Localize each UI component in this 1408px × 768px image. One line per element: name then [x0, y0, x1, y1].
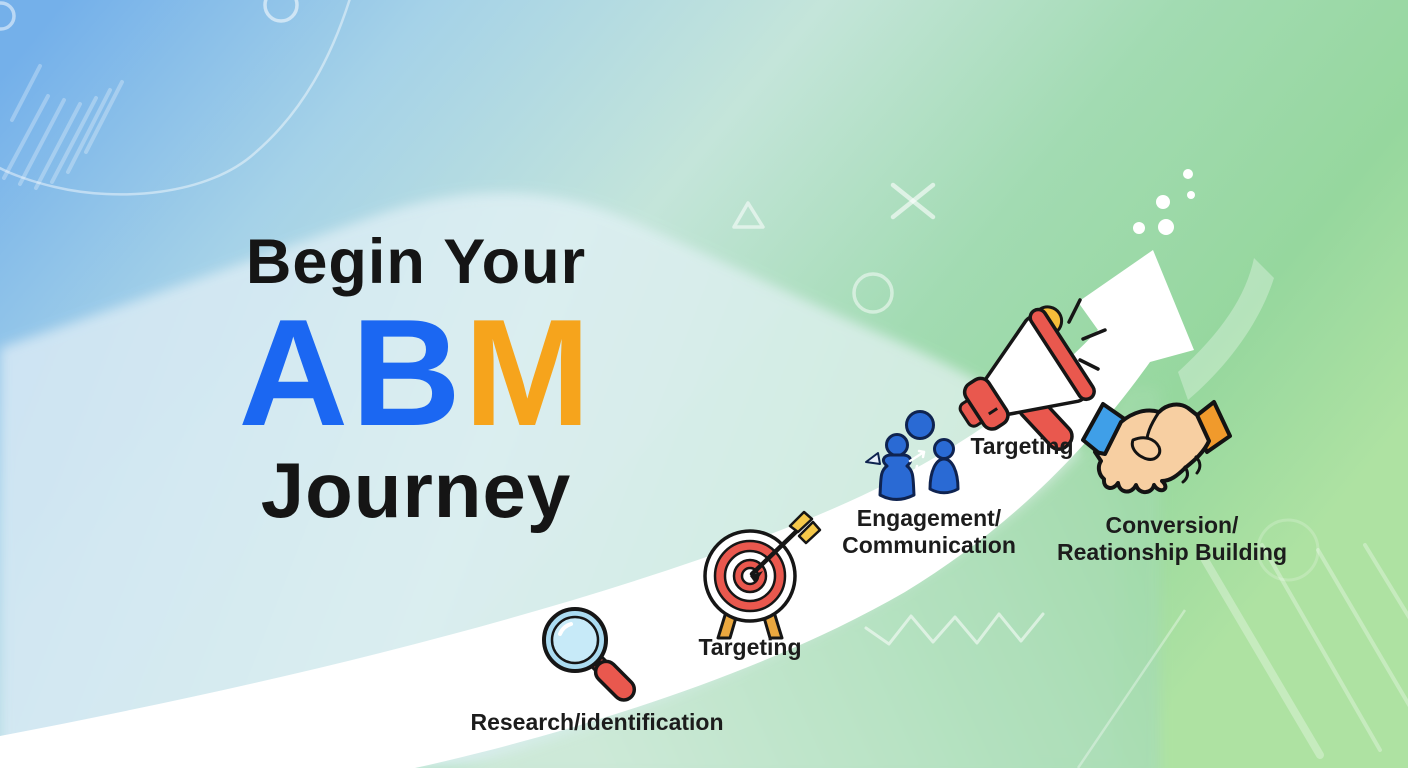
title-abm: ABM — [186, 297, 646, 449]
target-bullseye-icon — [703, 510, 822, 640]
title-block: Begin Your ABM Journey — [186, 227, 646, 535]
magnifier-icon — [542, 607, 637, 702]
faint-swoosh — [1178, 258, 1274, 400]
circle-outline-left-edge — [0, 1, 16, 31]
sparkle-dots — [1133, 169, 1195, 235]
diagonal-line-bottom-right — [1076, 609, 1187, 768]
stage-label-line: Conversion/ — [1105, 512, 1239, 538]
circle-shape-mid — [852, 272, 894, 314]
faint-circle-bottom-right — [1256, 518, 1320, 582]
stage-label-targeting-2: Targeting — [970, 433, 1073, 460]
stage-label-conversion: Conversion/ Reationship Building — [1057, 512, 1287, 566]
stage-label-line: Targeting — [698, 634, 802, 660]
x-shape — [890, 182, 936, 220]
stage-label-line: Targeting — [970, 433, 1074, 459]
stage-label-line: Reationship Building — [1057, 539, 1287, 566]
stage-label-engagement: Engagement/ Communication — [842, 505, 1016, 559]
title-abm-orange: M — [463, 288, 594, 459]
title-line3: Journey — [260, 446, 572, 535]
stage-label-line: Engagement/ — [856, 505, 1002, 531]
zigzag-line — [864, 612, 1045, 646]
people-group-icon — [865, 410, 960, 501]
stage-label-targeting-1: Targeting — [698, 634, 801, 661]
title-line1: Begin Your — [245, 227, 587, 297]
squiggle-line — [0, 0, 351, 196]
stage-label-line: Research/identification — [470, 709, 724, 735]
megaphone-icon — [958, 298, 1107, 451]
green-wedge — [460, 386, 1160, 768]
title-abm-blue: AB — [238, 288, 464, 459]
hatch-lines-bottom-right — [1201, 543, 1408, 759]
stage-label-research: Research/identification — [470, 709, 723, 736]
handshake-icon — [1081, 400, 1232, 495]
stage-label-line: Communication — [842, 532, 1016, 559]
triangle-shape — [732, 201, 765, 229]
circle-outline-top — [263, 0, 299, 23]
hatch-lines-top-left — [2, 64, 124, 190]
